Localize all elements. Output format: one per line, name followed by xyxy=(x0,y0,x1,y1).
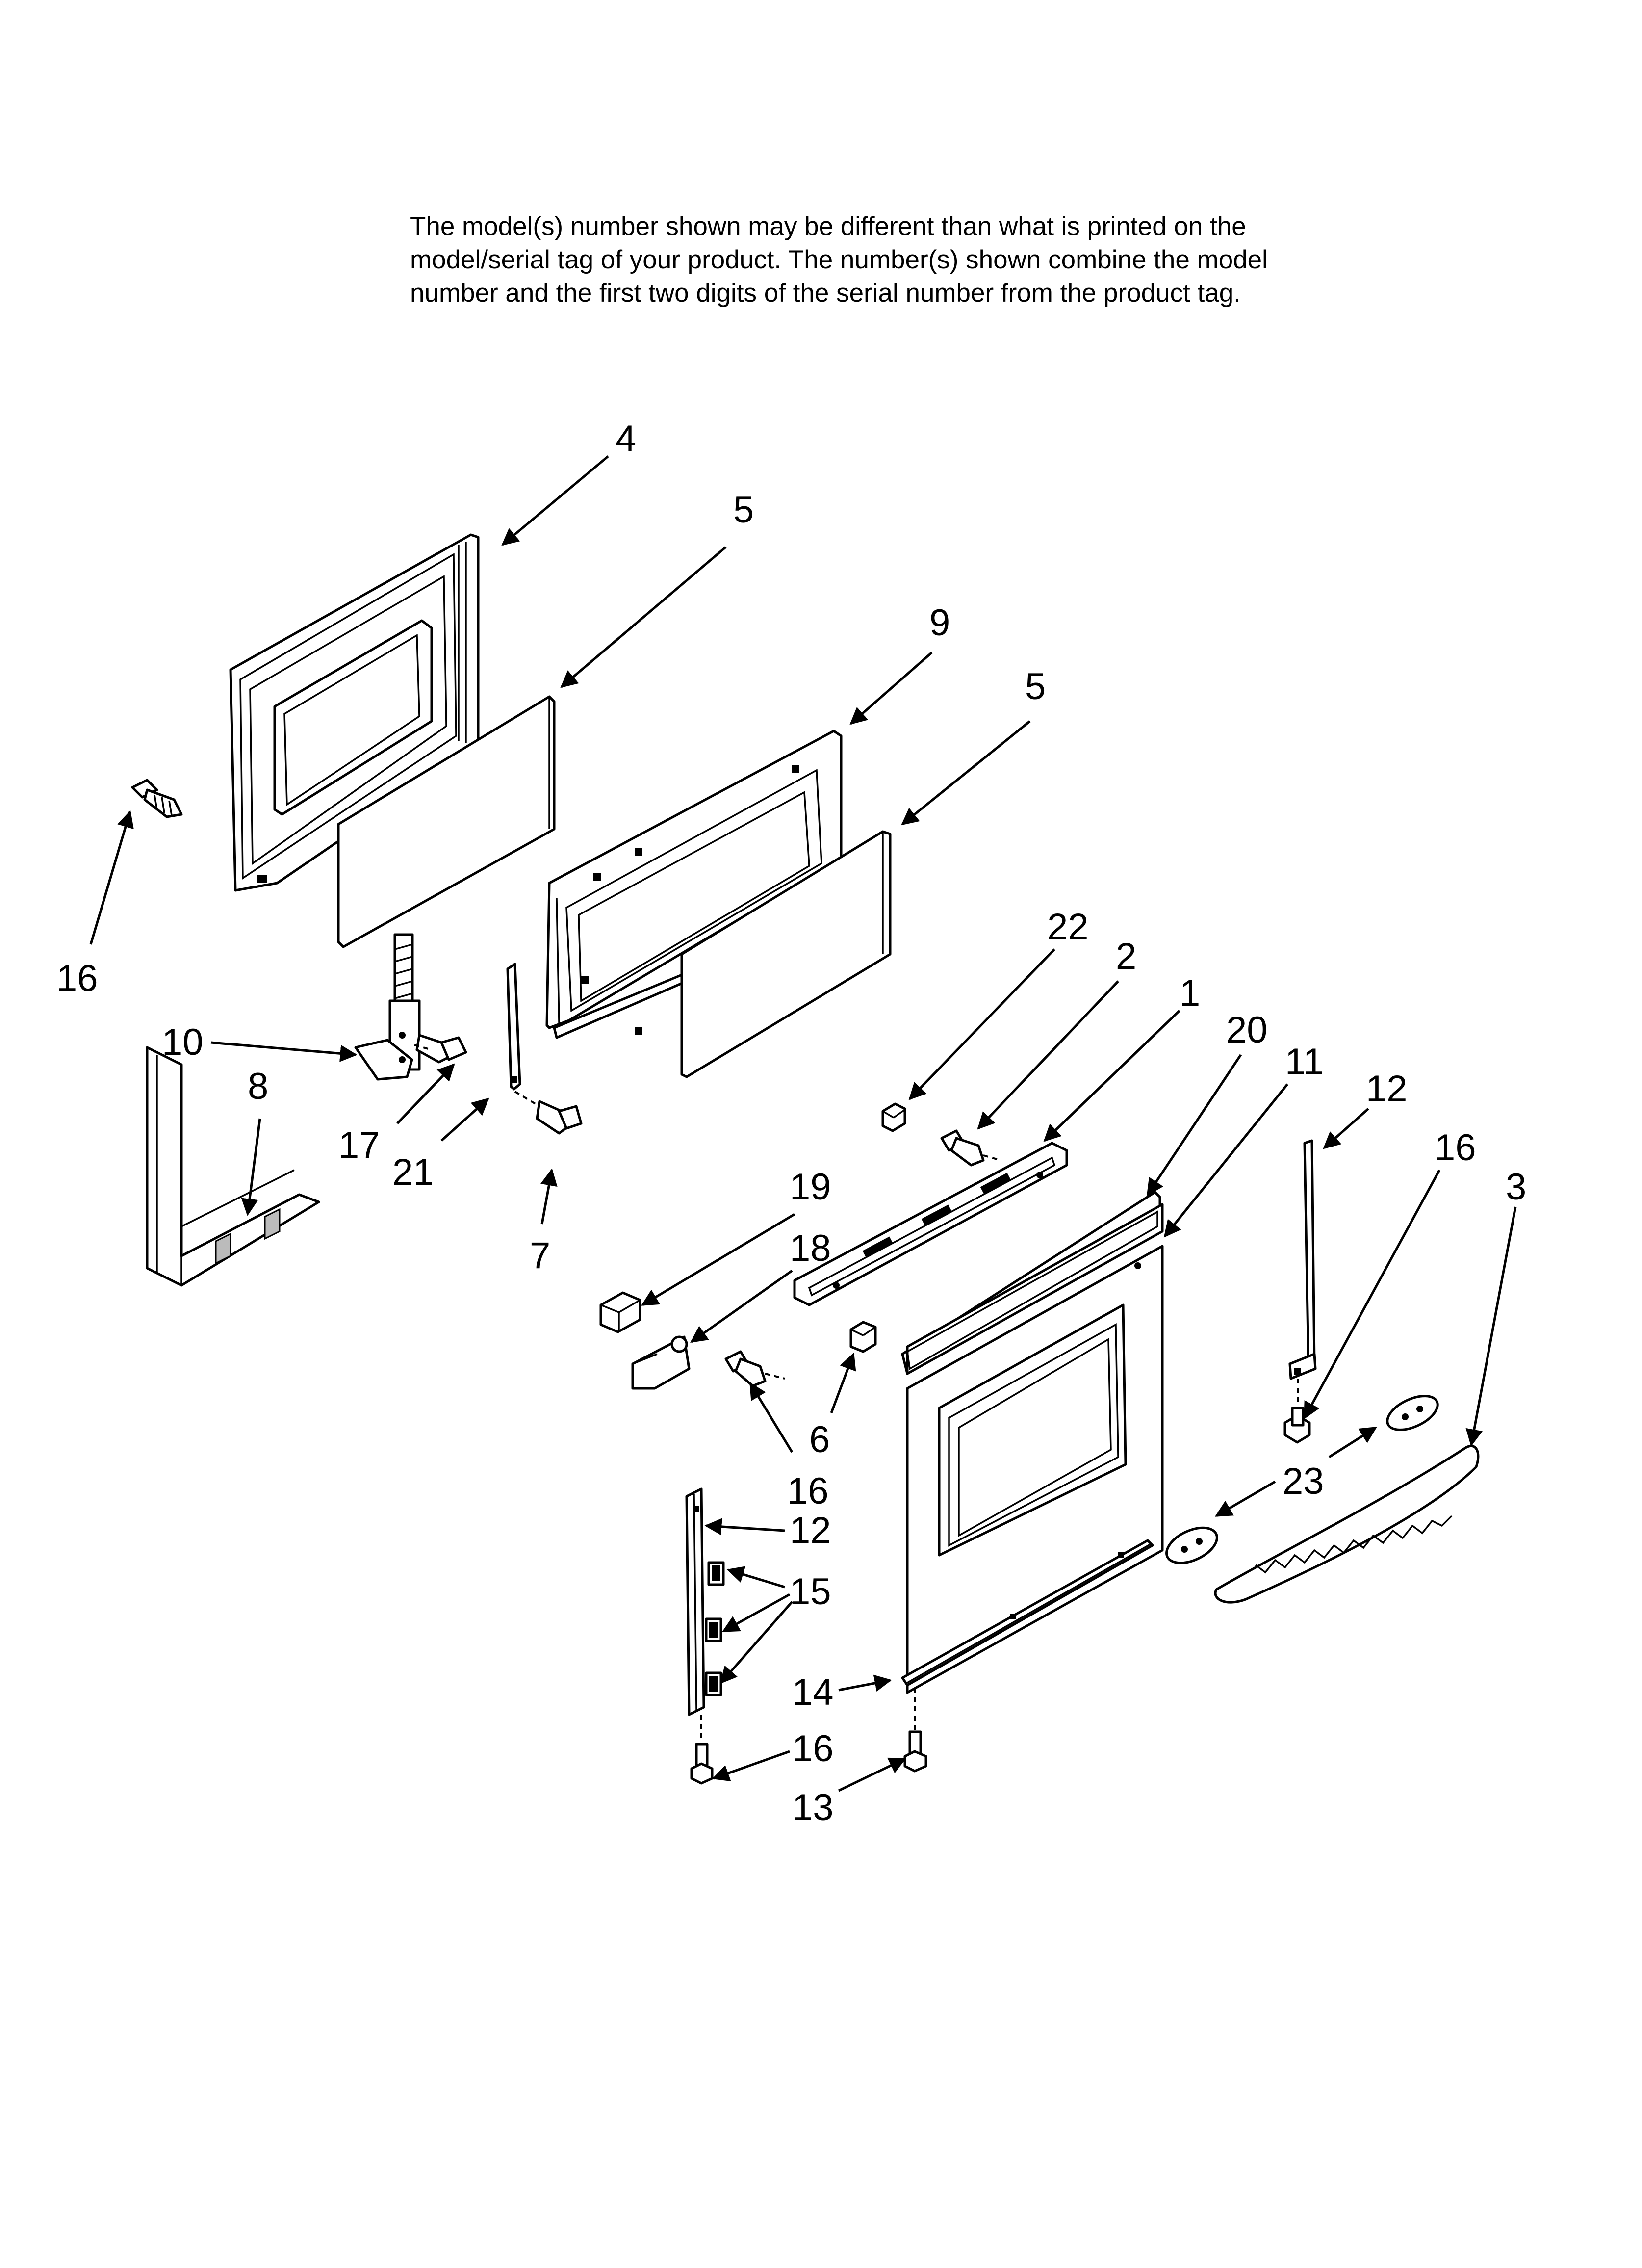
callout-5-lower: 5 xyxy=(1025,666,1046,707)
screw-17 xyxy=(414,1034,467,1064)
screw-16-middle xyxy=(724,1350,785,1387)
callout-8: 8 xyxy=(248,1066,268,1107)
part-18-bracket xyxy=(631,1335,691,1390)
callout-4: 4 xyxy=(616,418,636,460)
callout-14: 14 xyxy=(792,1671,834,1713)
note-line-2: model/serial tag of your product. The nu… xyxy=(410,245,1268,274)
callout-10: 10 xyxy=(162,1021,204,1063)
clip-15-bottom xyxy=(705,1671,722,1696)
callout-23: 23 xyxy=(1283,1460,1324,1502)
bottom-door-trim xyxy=(901,1539,1154,1732)
handle-end-cap-lower xyxy=(1165,1526,1218,1564)
door-glass-upper xyxy=(337,695,556,948)
outer-door-panel xyxy=(906,1203,1164,1694)
callout-18: 18 xyxy=(790,1227,831,1269)
callout-12-left: 12 xyxy=(790,1510,831,1551)
screw-16-bottom xyxy=(690,1743,714,1785)
callout-1: 1 xyxy=(1180,972,1200,1014)
callout-17: 17 xyxy=(338,1124,380,1166)
callout-22: 22 xyxy=(1047,906,1089,948)
screw-7 xyxy=(514,1091,583,1135)
side-strip-right xyxy=(1288,1139,1317,1408)
screw-2 xyxy=(940,1129,1001,1167)
callout-labels: 4 5 9 5 16 10 8 17 21 7 22 2 1 20 11 12 … xyxy=(56,418,1526,1828)
callout-16-top-left: 16 xyxy=(56,958,98,999)
inner-door-panel xyxy=(229,533,480,892)
door-trim xyxy=(146,1046,320,1287)
screw-16-right xyxy=(1283,1407,1311,1444)
callout-12-right: 12 xyxy=(1366,1068,1408,1110)
door-handle xyxy=(1214,1445,1480,1604)
glass-pack-frame xyxy=(545,730,843,1039)
clip-15-top xyxy=(707,1561,725,1586)
door-hinge xyxy=(354,933,421,1081)
vent-bracket xyxy=(793,1142,1068,1306)
callout-15: 15 xyxy=(790,1571,831,1613)
leader-arrows xyxy=(89,455,1517,1792)
door-strip-21 xyxy=(506,963,521,1091)
screw-16-top-left xyxy=(131,779,183,818)
callout-16-middle: 16 xyxy=(787,1470,829,1512)
callout-6: 6 xyxy=(809,1419,830,1460)
screw-13 xyxy=(903,1730,927,1773)
callout-13: 13 xyxy=(792,1787,834,1828)
callout-19: 19 xyxy=(790,1166,831,1208)
side-strip-left xyxy=(685,1487,705,1742)
door-glass-lower xyxy=(680,830,892,1078)
callout-16-right: 16 xyxy=(1435,1127,1476,1169)
callout-9: 9 xyxy=(929,602,950,644)
callout-2: 2 xyxy=(1116,936,1136,977)
callout-11: 11 xyxy=(1285,1041,1324,1083)
part-19-block xyxy=(599,1291,641,1333)
model-number-note: The model(s) number shown may be differe… xyxy=(410,210,1440,310)
note-line-3: number and the first two digits of the s… xyxy=(410,279,1241,308)
clip-15-middle xyxy=(705,1617,722,1642)
callout-16-bottom: 16 xyxy=(792,1728,834,1770)
callout-7: 7 xyxy=(530,1235,550,1277)
callout-5-upper: 5 xyxy=(733,489,754,531)
callout-3: 3 xyxy=(1506,1166,1526,1208)
callout-21: 21 xyxy=(392,1151,434,1193)
part-6-block xyxy=(849,1321,877,1353)
note-line-1: The model(s) number shown may be differe… xyxy=(410,212,1246,241)
handle-end-cap-upper xyxy=(1386,1395,1439,1431)
callout-20: 20 xyxy=(1226,1009,1268,1051)
nut-22 xyxy=(881,1102,906,1132)
